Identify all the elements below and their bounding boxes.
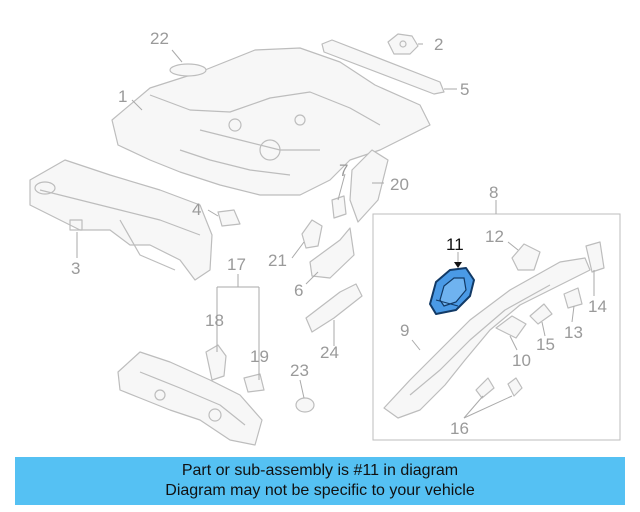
callout-14: 14 — [588, 297, 607, 316]
callout-10: 10 — [512, 351, 531, 370]
callout-21: 21 — [268, 251, 287, 270]
banner-line-1: Part or sub-assembly is #11 in diagram — [181, 462, 459, 479]
bracket-part-2 — [387, 33, 419, 55]
callout-6: 6 — [294, 281, 303, 300]
plug-part-23 — [295, 397, 315, 413]
callout-16: 16 — [450, 419, 469, 438]
bracket-part-14 — [585, 241, 605, 273]
callout-3: 3 — [71, 259, 80, 278]
highlighted-part-11[interactable] — [429, 267, 475, 315]
callout-11[interactable]: 11 — [446, 235, 464, 254]
callout-4: 4 — [192, 200, 201, 219]
bracket-part-7 — [331, 195, 347, 219]
callout-7: 7 — [339, 161, 348, 180]
callout-22: 22 — [150, 29, 169, 48]
rail-part-24 — [305, 283, 363, 333]
arrow-11 — [454, 262, 462, 268]
callout-19: 19 — [250, 347, 269, 366]
callout-9: 9 — [400, 321, 409, 340]
parts-diagram: 22 2 5 1 7 20 4 8 11 12 3 21 17 6 14 18 … — [29, 29, 621, 446]
bracket-part-19 — [243, 373, 265, 393]
rear-rail-part-9 — [383, 257, 591, 419]
callout-13: 13 — [564, 323, 583, 342]
reinforcement-part-20 — [349, 149, 389, 223]
bracket-part-21 — [301, 219, 323, 249]
banner-line-2: Diagram may not be specific to your vehi… — [165, 482, 475, 499]
bracket-part-4 — [217, 209, 241, 227]
bracket-part-15 — [529, 303, 553, 325]
crossmember-part-5 — [321, 39, 445, 95]
callout-8: 8 — [489, 183, 498, 202]
floor-pan-part-1 — [111, 47, 431, 196]
bracket-part-10 — [495, 315, 527, 339]
callout-12: 12 — [485, 227, 504, 246]
info-banner: Part or sub-assembly is #11 in diagram D… — [15, 457, 625, 505]
rear-panel-part-3 — [29, 159, 213, 281]
bracket-part-6 — [309, 227, 355, 279]
callout-1: 1 — [118, 87, 127, 106]
callout-23: 23 — [290, 361, 309, 380]
callout-20: 20 — [390, 175, 409, 194]
bracket-part-12 — [511, 243, 541, 271]
callout-5: 5 — [460, 80, 469, 99]
leader-lines — [76, 43, 595, 419]
callout-2: 2 — [434, 35, 443, 54]
callout-24: 24 — [320, 343, 339, 362]
bracket-part-18 — [205, 344, 227, 381]
callout-15: 15 — [536, 335, 555, 354]
callout-18: 18 — [205, 311, 224, 330]
bracket-part-13 — [563, 287, 583, 309]
pad-part-22 — [169, 63, 207, 77]
crossmember-assembly-part-17 — [117, 351, 263, 446]
fasteners-part-16 — [475, 377, 523, 399]
callout-17: 17 — [227, 255, 246, 274]
